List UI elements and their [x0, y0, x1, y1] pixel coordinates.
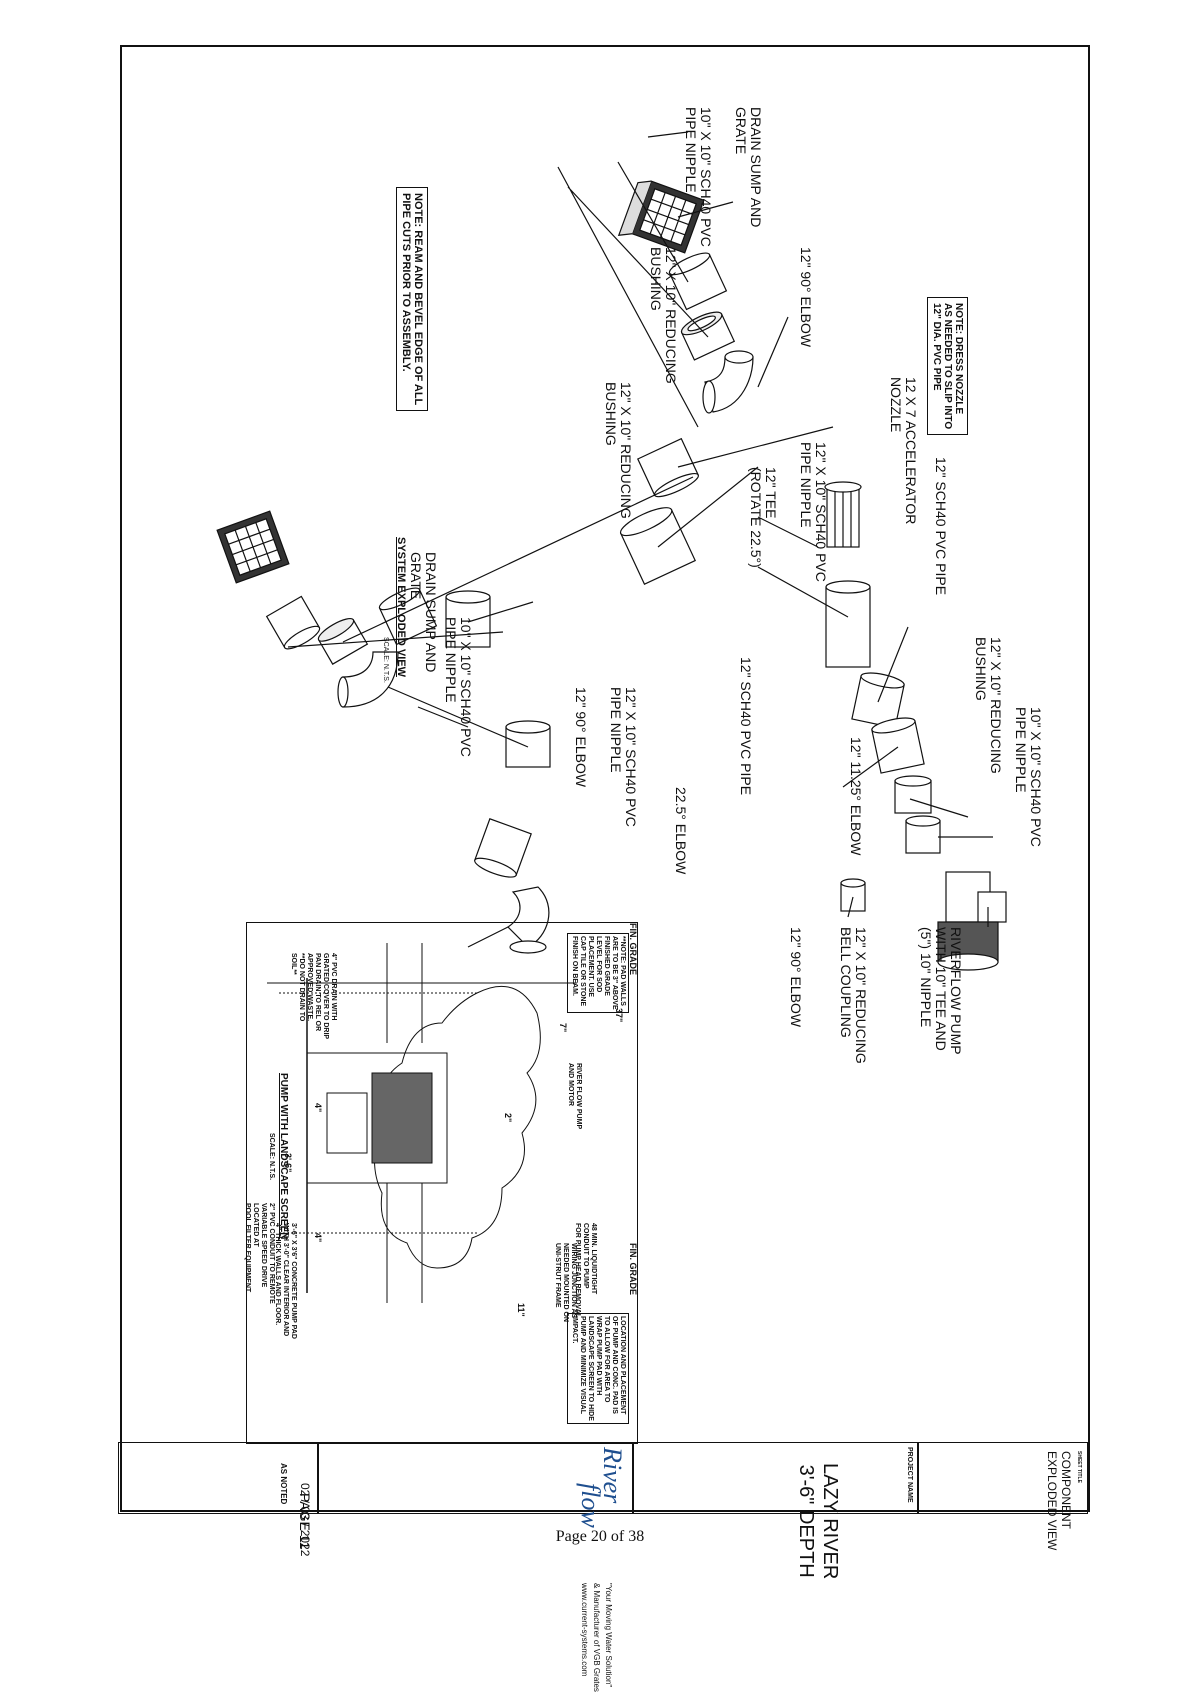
label-elbow-225: 22.5° ELBOW: [673, 787, 689, 875]
label-elbow-1125: 12" 11.25° ELBOW: [848, 737, 864, 856]
reducing-bushing-3: [894, 775, 932, 814]
view-title: SYSTEM EXPLODED VIEW: [395, 537, 407, 677]
label-nipple-12x10-b: 12" X 10" SCH40 PVC PIPE NIPPLE: [608, 687, 639, 827]
pipe-nipple-middle: [378, 587, 438, 646]
tb-project-label: PROJECT NAME: [906, 1447, 913, 1503]
riverflow-pump: [937, 871, 1007, 971]
tb-sheet-label: SHEET TITLE: [1076, 1451, 1082, 1483]
label-pipe-12-b: 12" SCH40 PVC PIPE: [933, 457, 949, 596]
pipe-nipple-lower: [265, 595, 321, 650]
rotated-canvas: DRAIN SUMP AND GRATE 10" X 10" SCH40 PVC…: [118, 47, 1088, 1692]
elbow-top: [702, 350, 754, 414]
brand-manufacturer: & Manufacturer of VGB Grates: [592, 1583, 601, 1692]
label-nipple-12x10-a: 12" X 10" SCH40 PVC PIPE NIPPLE: [798, 442, 829, 582]
pump-section-drawing: [267, 943, 577, 1303]
elbow-90-c: [507, 886, 550, 954]
elbow-22-5: [505, 720, 551, 768]
label-reducing-3: 12" X 10" REDUCING BUSHING: [973, 637, 1004, 774]
note-dress-nozzle: NOTE: DRESS NOZZLE AS NEEDED TO SLIP INT…: [927, 297, 968, 436]
exploded-view-drawing: [216, 131, 1007, 971]
inset-note-pad: **NOTE: PAD WALLS ARE TO BE 3" ABOVE FIN…: [567, 933, 629, 1013]
drain-grate-bottom: [216, 510, 290, 584]
inset-note-location: LOCATION AND PLACEMENT OF PUMP AND CONC.…: [567, 1313, 629, 1424]
label-drain-sump-2: DRAIN SUMP AND GRATE: [408, 552, 439, 673]
inset-dim-4a: 4": [313, 1103, 323, 1113]
inset-callout-drain: 4" PVC DRAIN WITH GRATED COVER TO DRIP P…: [290, 953, 337, 1040]
label-reducing-1: 12" X 10" REDUCING BUSHING: [648, 247, 679, 384]
pipe-nipple-12x10-a: [636, 437, 700, 498]
label-accelerator: 12 x 7 ACCELERATOR NOZZLE: [888, 377, 919, 525]
label-elbow-90-c: 12" 90° ELBOW: [788, 927, 804, 1028]
tb-sheet-cell: SHEET TITLE COMPONENT EXPLODED VIEW: [918, 1442, 1088, 1550]
tb-project-cell: PROJECT NAME LAZY RIVER 3'-6" DEPTH: [633, 1442, 918, 1579]
note-ream-bevel: NOTE: REAM AND BEVEL EDGE OF ALL PIPE CU…: [396, 187, 428, 412]
bell-coupling: [840, 878, 866, 912]
label-nipple-10x10-b: 10" X 10" SCH40 PVC PIPE NIPPLE: [443, 617, 474, 757]
inset-callout-conduit2: 2" PVC CONDUIT TO REMOTE VARIABLE SPEED …: [244, 1203, 275, 1304]
brand-logo-text-2: flow: [576, 1483, 605, 1528]
tb-brand-cell: River flow "Your Moving Water Solution" …: [318, 1442, 633, 1692]
inset-dim-7: 7": [558, 1023, 568, 1033]
label-elbow-90-b: 12" 90° ELBOW: [573, 687, 589, 788]
brand-tagline: "Your Moving Water Solution": [604, 1583, 613, 1688]
inset-dim-2: 2": [503, 1113, 513, 1123]
inset-fin-grade-right: FIN. GRADE: [628, 1243, 638, 1296]
inset-fin-grade-left: FIN. GRADE: [628, 923, 638, 976]
label-nipple-10x10-c: 10" X 10" SCH40 PVC PIPE NIPPLE: [1013, 707, 1044, 847]
inset-callout-junction: WIRING JUNCTION AS NEEDED MOUNTED ON UNI…: [554, 1243, 577, 1322]
inset-dim-11: 11": [516, 1303, 526, 1317]
elbow-11-25-b: [871, 717, 925, 774]
label-elbow-top: 12" 90° ELBOW: [798, 247, 814, 348]
view-scale: SCALE: N.T.S.: [382, 637, 389, 683]
label-drain-sump-1: DRAIN SUMP AND GRATE: [733, 107, 764, 228]
label-pipe-12-a: 12" SCH40 PVC PIPE: [738, 657, 754, 796]
pipe-nipple-c: [905, 815, 941, 854]
inset-dim-37: 37": [614, 1008, 624, 1023]
label-nipple-top: 10" X 10" SCH40 PVC PIPE NIPPLE: [683, 107, 714, 247]
label-bell-coupling: 12" X 10" REDUCING BELL COUPLING: [838, 927, 869, 1064]
drawing-sheet: DRAIN SUMP AND GRATE 10" X 10" SCH40 PVC…: [118, 45, 1090, 1692]
inset-callout-pump: RIVER FLOW PUMP AND MOTOR: [567, 1063, 582, 1130]
tb-scale-value: AS NOTED: [279, 1463, 288, 1505]
inset-dim-4b: 4": [313, 1233, 323, 1243]
inset-scale: SCALE: N.T.S.: [268, 1133, 275, 1181]
elbow-lower: [337, 651, 399, 708]
pipe-nipple-top: [668, 252, 728, 311]
pvc-pipe-b: [825, 580, 871, 668]
page-footer: Page 20 of 38: [555, 1528, 645, 1545]
tb-info-cell: AS NOTED 02 / 03 / 2022 PAGE 11: [118, 1442, 318, 1556]
label-reducing-2: 12" X 10" REDUCING BUSHING: [603, 382, 634, 519]
drain-grate-top: [617, 180, 705, 254]
accelerator-nozzle: [824, 481, 862, 548]
label-tee: 12" TEE (ROTATE 22.5°): [748, 467, 779, 568]
brand-website: www.current-systems.com: [580, 1583, 589, 1677]
label-pump: RIVERFLOW PUMP WITH 10" TEE AND (5") 10"…: [918, 927, 964, 1055]
pvc-pipe-c: [474, 818, 532, 878]
pump-landscape-inset: FIN. GRADE FIN. GRADE **NOTE: PAD WALLS …: [244, 922, 638, 1444]
inset-callout-pad: 3'-6" X 3'6" CONCRETE PUMP PAD WITH 3'-0…: [274, 1223, 297, 1339]
tb-project-name: LAZY RIVER 3'-6" DEPTH: [795, 1463, 841, 1580]
reducing-bushing-2: [317, 618, 369, 665]
reducing-bushing-1: [680, 311, 736, 361]
inset-title: PUMP WITH LANDSCAPE SCREEN: [278, 1073, 289, 1240]
